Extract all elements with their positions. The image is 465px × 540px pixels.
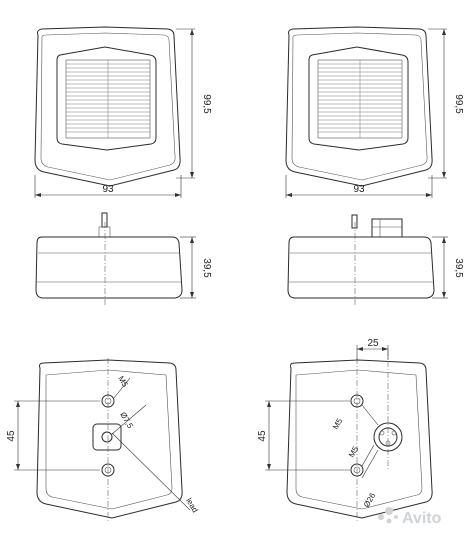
- side-left-depth-value: 39,5: [201, 258, 212, 278]
- arrow: [190, 29, 194, 35]
- m5-leader-left: [113, 377, 131, 399]
- m5-label-right-upper: M5: [331, 416, 345, 431]
- arrow: [442, 172, 446, 178]
- arrow: [267, 464, 271, 470]
- side-view-left: 39,5: [35, 212, 212, 305]
- lead-leader: [111, 432, 191, 511]
- housing-inner-outline-right: [291, 32, 428, 181]
- watermark-dot: [378, 514, 384, 520]
- m5-leader-right-lower: [361, 444, 375, 467]
- connector-pin: [379, 430, 385, 436]
- connector-socket-inner: [378, 427, 398, 447]
- side-right-depth-value: 39,5: [453, 258, 464, 278]
- back-housing-inner-left: [45, 369, 173, 510]
- watermark-text: Avito: [402, 510, 442, 527]
- m5-hole-lower-left: [101, 463, 115, 477]
- housing-outline-left: [34, 26, 181, 187]
- back-right-offset-value: 25: [367, 338, 379, 349]
- stud-left: [101, 212, 108, 228]
- back-housing-right: [286, 359, 433, 519]
- m5-hole-upper-left: [101, 394, 115, 408]
- back-view-left: M5 Ø7,5 lead 45: [6, 358, 200, 522]
- back-housing-left: [36, 359, 183, 519]
- front-left-width-value: 93: [102, 184, 114, 195]
- arrow: [16, 464, 20, 470]
- m5-leader-right-upper: [361, 404, 379, 426]
- arrow: [442, 237, 446, 243]
- arrow: [175, 193, 181, 197]
- connector-pin: [391, 430, 397, 436]
- arrow: [357, 347, 363, 351]
- lead-label: lead: [184, 497, 199, 515]
- front-view-right: 93 99,5: [285, 26, 464, 198]
- m5-label-right-lower: M5: [347, 444, 361, 459]
- arrow: [190, 292, 194, 298]
- side-body-right: [287, 236, 435, 299]
- lead-hole-left: [101, 431, 113, 443]
- m5-hole-lower-inner: [104, 466, 112, 474]
- watermark-dot: [385, 507, 393, 515]
- diam-leader-right: [361, 449, 379, 479]
- grille-lines-left: [66, 60, 150, 138]
- grille-lines-right: [318, 60, 402, 138]
- m5-hole-lower-right: [350, 463, 364, 477]
- m5-hole-upper-right-inner: [353, 397, 361, 405]
- arrow: [442, 292, 446, 298]
- lens-frame-right: [308, 46, 409, 151]
- connector-right: [371, 218, 403, 238]
- m5-hole-lower-right-inner: [353, 466, 361, 474]
- housing-outline-right: [285, 26, 433, 187]
- arrow: [190, 172, 194, 178]
- diam-leader-left: [111, 404, 147, 435]
- m5-label-left: M5: [116, 375, 130, 390]
- front-view-left: 93 99,5: [34, 26, 212, 198]
- back-view-right: 25 M5 M5 Ø26 45: [257, 338, 433, 522]
- side-body-left: [35, 236, 183, 299]
- back-right-spacing-value: 45: [257, 430, 268, 442]
- lens-frame-left: [56, 46, 157, 151]
- arrow: [442, 29, 446, 35]
- arrow: [286, 193, 292, 197]
- front-right-height-value: 99,5: [453, 94, 464, 114]
- arrow: [426, 193, 432, 197]
- front-right-width-value: 93: [353, 184, 365, 195]
- connector-socket: [373, 422, 403, 452]
- m5-hole-upper-inner: [104, 397, 112, 405]
- avito-watermark: Avito: [378, 507, 442, 527]
- back-housing-inner-right: [295, 369, 423, 510]
- diameter-label-right: Ø26: [362, 491, 378, 509]
- arrow: [16, 401, 20, 407]
- arrow: [35, 193, 41, 197]
- stud-base-left: [98, 226, 111, 238]
- m5-hole-upper-right: [350, 394, 364, 408]
- front-left-height-value: 99,5: [201, 94, 212, 114]
- connector-pin: [385, 440, 391, 446]
- arrow: [382, 347, 388, 351]
- arrow: [190, 237, 194, 243]
- housing-inner-outline-left: [40, 32, 176, 181]
- back-left-spacing-value: 45: [6, 430, 17, 442]
- stud-right: [351, 214, 358, 229]
- arrow: [267, 401, 271, 407]
- lead-grommet-left: [92, 423, 122, 451]
- watermark-dot: [394, 515, 398, 519]
- watermark-dot: [386, 518, 392, 524]
- side-view-right: 39,5: [287, 214, 464, 305]
